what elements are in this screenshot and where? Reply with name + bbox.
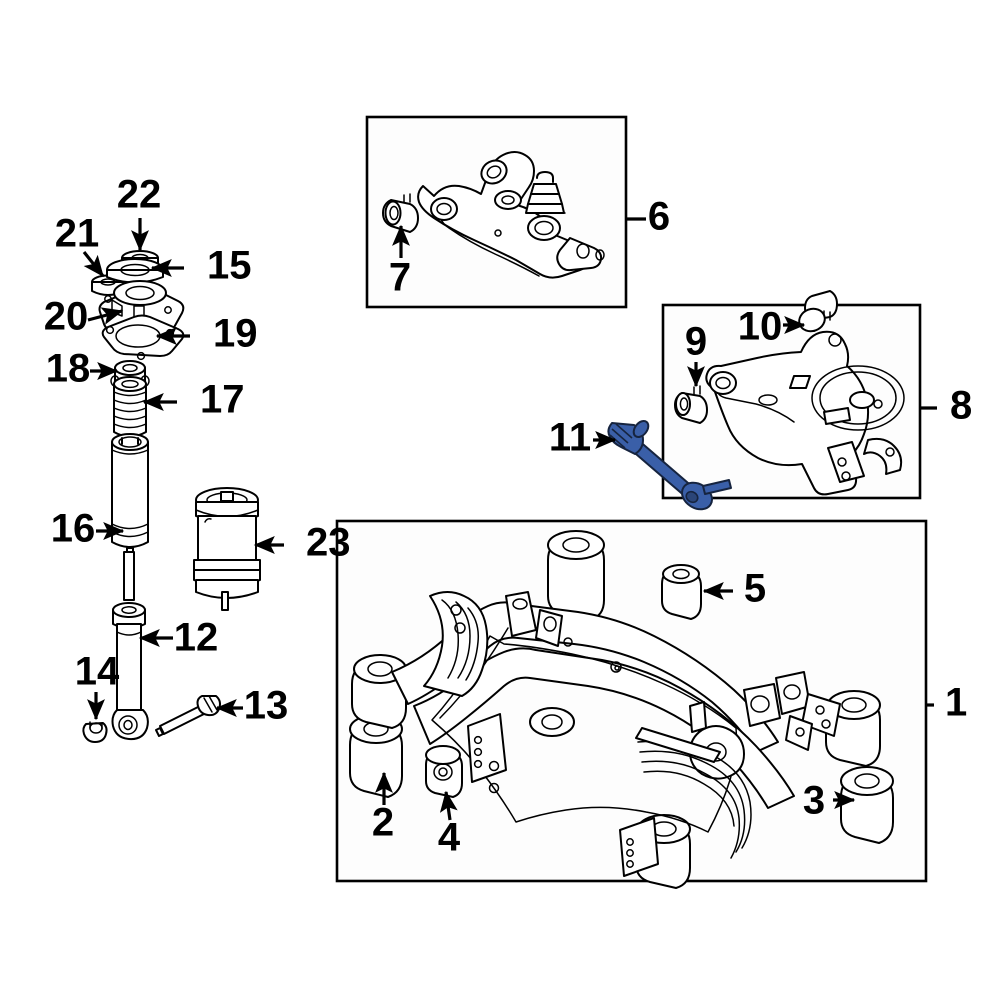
callout-label-22: 22 (117, 173, 162, 217)
subframe-bushing-rear-part (840, 766, 894, 844)
rear-knuckle-assembly-drawing (674, 290, 905, 496)
callout-label-3: 3 (803, 779, 825, 823)
shock-dust-tube-part (111, 433, 149, 559)
callout-label-5: 5 (744, 567, 766, 611)
callout-label-6: 6 (648, 195, 670, 239)
knuckle-body (705, 307, 905, 496)
callout-label-20: 20 (44, 295, 89, 339)
callout-label-18: 18 (46, 347, 91, 391)
subframe-assembly-drawing (349, 530, 894, 889)
control-arm-bushing-part (382, 193, 419, 233)
callout-label-14: 14 (75, 650, 120, 694)
callout-label-8: 8 (950, 384, 972, 428)
subframe-crossmember-body (351, 530, 881, 889)
callout-label-10: 10 (738, 305, 783, 349)
callout-label-7: 7 (389, 256, 411, 300)
callout-label-11: 11 (549, 416, 591, 460)
bump-stop-bellows-part (113, 376, 147, 438)
air-spring-bag-part (193, 487, 261, 611)
callout-label-12: 12 (174, 616, 219, 660)
callout-arrows (82, 218, 856, 821)
strut-mount-washer-part (106, 258, 164, 284)
callout-label-13: 13 (244, 684, 289, 728)
subframe-bushing-small-part (425, 745, 463, 798)
control-arm-body (417, 151, 605, 279)
shock-absorber-part (111, 551, 149, 741)
link-end-lower (681, 479, 732, 511)
callout-label-16: 16 (51, 507, 96, 551)
callout-label-4: 4 (438, 816, 461, 860)
callout-label-21: 21 (55, 212, 100, 256)
callout-label-17: 17 (200, 378, 245, 422)
callout-label-1: 1 (945, 681, 967, 725)
arrow-20 (87, 307, 124, 325)
stabilizer-bar-link-part (607, 420, 732, 511)
callout-label-15: 15 (207, 244, 252, 288)
front-lower-control-arm-drawing (382, 151, 605, 279)
callout-label-9: 9 (685, 320, 707, 364)
shock-mounting-nut-part (82, 721, 108, 743)
knuckle-bushing-lower-part (674, 385, 708, 424)
subframe-bushing-upper-part (661, 564, 702, 620)
shock-mounting-bolt-part (155, 695, 221, 737)
callout-label-23: 23 (306, 521, 351, 565)
callout-labels: 1 2 3 4 5 6 7 8 9 10 11 12 13 14 15 16 1… (44, 173, 973, 860)
arrow-4 (439, 790, 458, 821)
panel-leader-lines (626, 217, 937, 707)
arrow-21 (82, 251, 105, 278)
callout-label-2: 2 (372, 801, 394, 845)
callout-label-19: 19 (213, 312, 258, 356)
